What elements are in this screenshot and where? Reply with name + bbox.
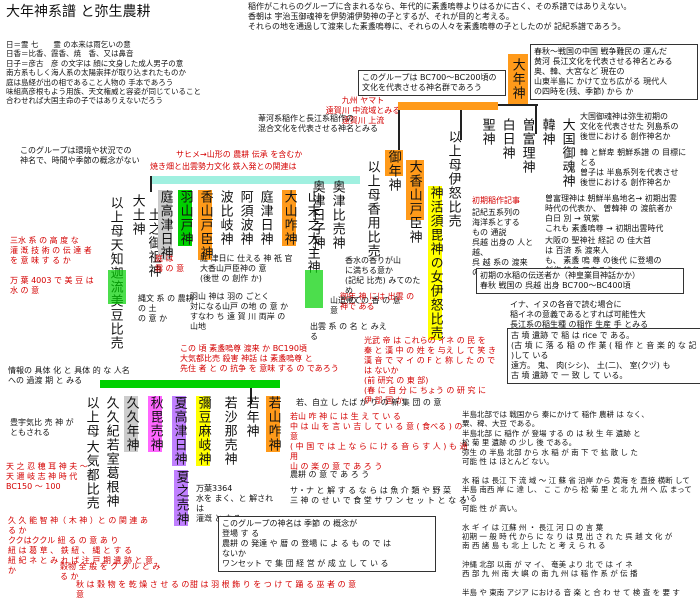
page-title: 大年神系譜 と弥生農耕 xyxy=(6,4,151,20)
bottom-note: このグループの神名は 季節 の 概念が 登場 す る 農耕 の 発達 や 暦 の… xyxy=(218,516,436,572)
okaga-highlight xyxy=(406,160,424,220)
god-shinkatsu: 神活須毘神の女伊怒比売 xyxy=(427,186,443,340)
sahe-note: サヒメ→山形の 農耕 伝承 を含むか xyxy=(176,150,303,159)
god-yamasue: 山末之大主神 xyxy=(304,190,320,274)
god-asuha: 阿須波神 xyxy=(237,190,253,246)
god-ooyamatsu: 奥津日子神 xyxy=(309,180,325,250)
mitoshi-note: 御年 神 には 出雲 の 神で ある xyxy=(340,292,415,311)
note-mixed: 葦河系稲作と長江系稲作の 混合文化を代表させる神名とみる xyxy=(258,114,378,133)
asuha-note: 庭 津日に 仕える 神 祇 官 大香山戸臣神の 意 (後世 の 創作 か) xyxy=(200,254,293,283)
god-oyamakui: 大山咋神 xyxy=(281,190,297,246)
god-natsu: 夏高津日神 xyxy=(171,396,187,466)
sub-notes: 半島北部では 戦国から 秦にかけて 稲作 農耕 は なく、 粟、稗、大豆 である… xyxy=(462,410,692,598)
naming-notes: 日＝霊 七 霊 の本来は雨乞いの意 日香＝比香、霞香、焼 香、又は鼻音 日子＝彦… xyxy=(6,40,201,106)
bigi-note: 出雲 系 の 名 と みえる xyxy=(310,322,387,341)
wakayama-note: 羽山 神は 羽の ごとく 対になる山戸 の地 の 意 か すなわ ち 遠 賀 川… xyxy=(190,292,289,331)
sonori-note: 曽富理神は 朝鮮半島地名→ 初期出雲 時代の代表か、 曽韓神 の 渡航者か xyxy=(545,194,677,213)
god-hijiri: 聖神 xyxy=(479,118,495,146)
shoki-note: 記紀五系列の 海洋系とする もの 通説 xyxy=(472,208,520,237)
shoki-rice: 初期の水稲の伝送者か（神皇業目神話かか） 春秋 戦国の 呉越 出身 BC700～… xyxy=(476,268,684,294)
god-kara: 韓神 xyxy=(539,118,555,146)
shirahi-note: 白日 別 → 筑紫 これも 素盞嗚尊 → 初期出雲時代 xyxy=(545,214,664,233)
god-ikaga2: 以上母 xyxy=(83,396,99,438)
orange-bar-top xyxy=(398,102,498,110)
god-kukuki: 久久紀若室葛根神 xyxy=(103,396,119,508)
god-tsuchinomioya: 土之御祖神 xyxy=(145,208,161,278)
god-otoshi: 大年神 xyxy=(509,58,525,100)
aki-bottom: 秋 は 穀 物 を 乾 燥 さ せ る の 意 xyxy=(76,580,190,599)
toyouke-note: 豊宇気比 売 神 が ともされる xyxy=(10,418,74,437)
note-bc700: このグループは BC700～BC200頃の 文化を代表させる神名群であろう xyxy=(358,70,506,96)
note-tenchi: 三水 系 の 高 度 な 灌 漑 技 術 の 伝 達 者 を 意 味 す る か… xyxy=(10,236,94,295)
line-kyushu-v xyxy=(398,110,400,150)
sa-note: サ・ナ と 解 す る な ら は 魚 介 類 や 野 菜 三 神 の せ い … xyxy=(290,486,467,505)
green-bar-lower xyxy=(100,380,280,388)
shoki-label: 初期稲作記事 xyxy=(472,196,520,205)
wakatoshi-note: 若、自立 し たば か り の 新 集 団 の 意 xyxy=(296,398,442,407)
kyushu-note: 九州 ヤマト 遠賀川 中流域とみる 遠賀川 上流 xyxy=(325,96,401,125)
kurome-note: 光武 帝 は これらの イネ の 民 を 秦 と 漢 中 の 姓 を 与え し … xyxy=(364,336,496,405)
kukuki-note: 久 久 能 智 神（ 木 神 ）と の 関 連 あ る か ククはククル 紐 る… xyxy=(8,516,154,575)
god-niwatu: 庭津日神 xyxy=(257,190,273,246)
god-aki: 秋毘売神 xyxy=(147,396,163,452)
note-kindai: 情報の 具体 化 と 具体 的 な 人名 への 過渡 期 と みる xyxy=(8,366,130,385)
hamaki-note: 甜 は 羽 根 飾 り を つ け て 踊 る 巫 者 の 意 xyxy=(190,580,357,589)
top-note: 稲作がこれらのグループに含まれるなら、年代的に素盞嗚尊よりはるかに古く、その系譜… xyxy=(248,2,632,31)
seikaku-note: このグループは環境や状況での 神名で、時間や季節の概念がない xyxy=(20,146,140,165)
god-mitokae: 彌豆麻岐神 xyxy=(195,396,211,466)
god-ikaga: 以上母伊怒比売 xyxy=(445,130,461,228)
god-oomtsuhime: 奥津比売神 xyxy=(329,180,345,250)
god-shirahi: 白日神 xyxy=(499,118,515,160)
god-hahiki: 波比岐神 xyxy=(217,190,233,246)
god-mitama: 大国御魂神 xyxy=(559,118,575,188)
line-lower-v xyxy=(250,388,252,404)
yamaguchi-note: 山道 の 意 xyxy=(330,296,357,315)
god-niwataka: 庭高津日神 xyxy=(157,190,173,260)
mitoshi-highlight xyxy=(385,150,403,176)
god-otsuchi: 大土神 xyxy=(129,194,145,236)
line-right-v xyxy=(535,104,537,134)
god-wakatoshi: 若年神 xyxy=(243,396,259,438)
niwa-note: 庭 は 霧 の 意 xyxy=(155,254,185,273)
god-kagayo: 以上母香用比売 xyxy=(364,160,380,258)
kara-note: 韓 と鮮卑 朝鮮系譜 の 目標に とる 曽子は 半島系列を代表させ 後世における… xyxy=(580,148,687,187)
god-okaga: 大香山戸臣神 xyxy=(406,160,422,244)
note-oomi: 大国御魂神は弥生初期の 文化を代表させた 列島系の 後世における 創作神名か xyxy=(580,112,679,141)
yayoi-note: この 頃 素盞嗚尊 渡来 か BC190頃 大気都比売 殺害 神話 は 素盞嗚尊… xyxy=(180,344,339,373)
line-main-v xyxy=(460,110,462,140)
wakaya-note: 若山 咋 神 に は 生 え て い る 中 は 山 を 言 い 吉 し て い… xyxy=(290,412,468,471)
kokumotsu: 穀物 全 般 を ク ク ル と み る か xyxy=(60,562,161,581)
kagami-note: 香水の香りが山 に満ちる意か (記紀 比売) みてのため 見ての 香 の 意 xyxy=(345,256,421,305)
god-wakaya: 若山咋神 xyxy=(265,396,281,452)
god-natsu-alt: 夏之売神 xyxy=(173,470,189,526)
yamasue-hl xyxy=(305,270,323,308)
god-wakasana: 若沙那売神 xyxy=(221,396,237,466)
note-shun: 春秋～戦国の中国 戦争難民の 運んだ 黄河 長江文化を代表させる神名とみる 奥、… xyxy=(530,44,698,100)
shokuhin-note: 古 墳 遺跡 で 稲 は rice で ある。 (古 墳 に 落 る 稲 の 作… xyxy=(507,328,700,384)
god-sonori: 曽富理神 xyxy=(519,118,535,174)
yakihata-note: 焼き畑と出雲勢力文化 鉄入発との関連は xyxy=(150,162,297,171)
god-kagayama: 香山戸臣神 xyxy=(197,190,213,260)
amachikuru-hl xyxy=(108,270,126,304)
teal-bar xyxy=(150,176,360,184)
ikani-small: イナ、イヌの各音で読む場合に 稲イネの意義であるとすれば可能性大 長江系の稲生種… xyxy=(510,300,649,329)
line-left-v xyxy=(150,176,152,192)
god-hayama: 羽山戸神 xyxy=(177,190,193,246)
god-mitoshi: 御年神 xyxy=(385,150,401,192)
natsu-note: 農耕 の 意 で あ ろ う xyxy=(290,470,370,479)
note-jomon: 縄文 系 の 農耕 の 土 の 意 か xyxy=(138,294,194,323)
otoshi-highlight xyxy=(508,54,528,106)
tenchi-note: 天 之 忍 穂 耳 神 夫 ～ 天 邇 岐 志 神 時 代 BC150 ～ 10… xyxy=(6,462,88,491)
god-kukutoshi: 久久年神 xyxy=(123,396,139,452)
god-ookagetsu: 大気都比売 xyxy=(83,440,99,510)
